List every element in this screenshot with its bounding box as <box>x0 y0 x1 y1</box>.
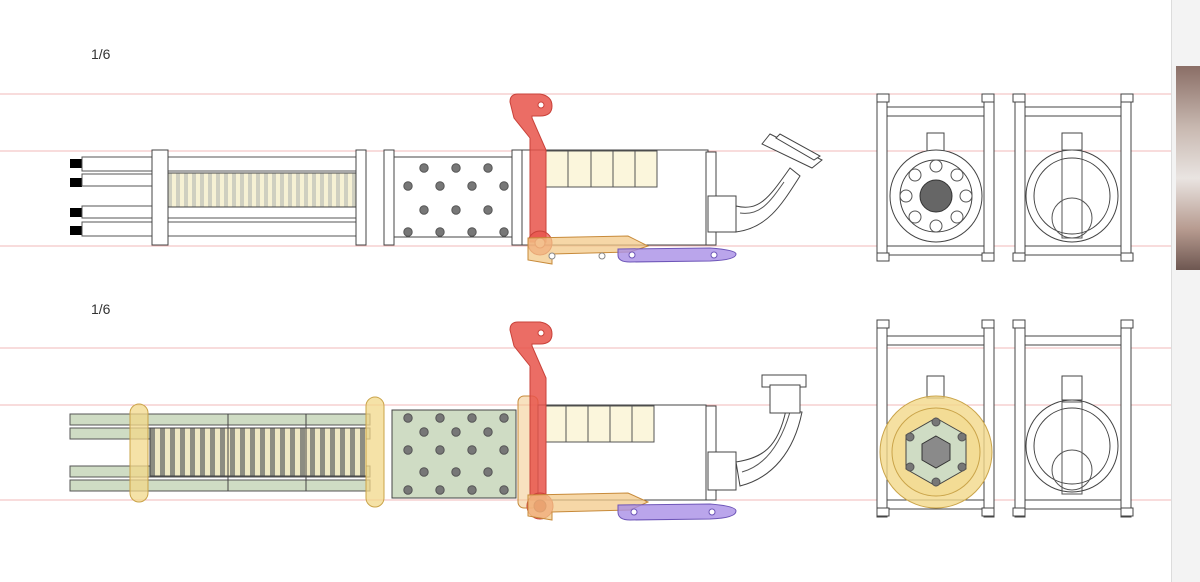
photo-thumbnail-icon[interactable] <box>1176 66 1200 270</box>
handle-screw <box>537 329 545 337</box>
feed-chute-inner <box>739 181 785 214</box>
end-view-front-top <box>876 93 995 262</box>
feed-chute-cap <box>761 374 807 414</box>
linkage-pin <box>548 252 556 260</box>
feed-chute-cap <box>761 133 823 169</box>
side-view-top <box>70 93 823 265</box>
barrel-clamp-front <box>151 149 169 246</box>
ammo-boxes <box>545 405 655 443</box>
feed-chute-inner <box>741 411 791 473</box>
hex-bolts <box>905 417 967 487</box>
slider-pin <box>630 508 638 516</box>
charging-handle <box>509 93 553 243</box>
front-plate <box>511 149 523 246</box>
barrel-clamp-front <box>129 403 149 503</box>
side-view-bottom <box>69 321 807 521</box>
shroud-holes <box>403 163 509 237</box>
barrel-clamp-rear <box>365 396 385 508</box>
rear-block <box>707 195 737 233</box>
linkage-arm <box>527 235 650 265</box>
slider-pin <box>710 251 718 259</box>
slider-bar <box>617 503 737 521</box>
rib-section-dark <box>149 427 367 477</box>
feed-chute <box>735 167 801 233</box>
handle-screw <box>537 101 545 109</box>
feed-chute <box>735 409 803 487</box>
barrel-clamp-rear <box>355 149 367 246</box>
end-view-rear-top <box>1012 93 1134 262</box>
slider-pin <box>628 251 636 259</box>
end-view-rear-bottom <box>1012 319 1134 518</box>
linkage-arm <box>527 492 650 521</box>
barrel-bores <box>899 159 973 233</box>
barrel-tips <box>70 159 82 235</box>
scale-label-bottom: 1/6 <box>91 301 111 317</box>
slider-pin <box>708 508 716 516</box>
rear-block <box>707 451 737 491</box>
slider-bar <box>617 247 737 263</box>
linkage-pin <box>598 252 606 260</box>
ammo-boxes <box>545 150 658 188</box>
side-panel <box>1171 0 1200 582</box>
end-view-front-bottom <box>876 319 995 518</box>
barrel-shroud <box>391 409 517 499</box>
rib-section <box>167 172 357 208</box>
hex-core <box>921 435 951 469</box>
center-bore <box>919 179 953 213</box>
shroud-holes <box>403 413 509 495</box>
barrel-clamp-rear-2 <box>383 149 395 246</box>
scale-label-top: 1/6 <box>91 46 111 62</box>
charging-handle <box>509 321 553 501</box>
